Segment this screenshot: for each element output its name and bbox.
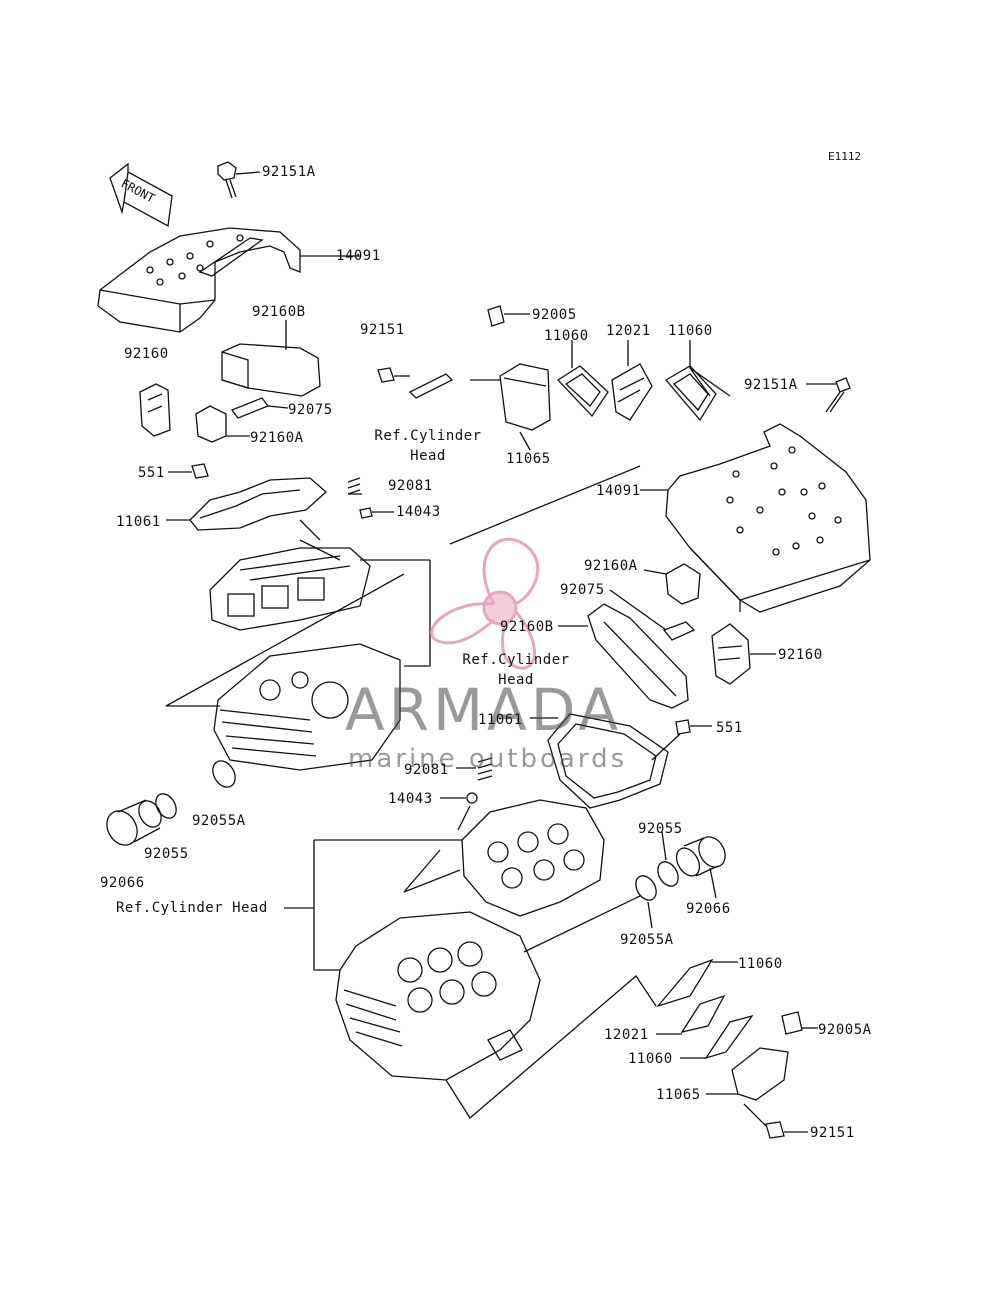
label-12021: 12021	[606, 323, 651, 339]
bolt-92151a-right	[806, 377, 851, 413]
bolt-icon	[217, 161, 261, 199]
oring-92055-right	[657, 831, 679, 887]
label-92081-left: 92081	[388, 478, 433, 494]
label-92151-bottom: 92151	[810, 1125, 855, 1141]
diagram-code: E1112	[828, 150, 862, 163]
label-14091-top: 14091	[336, 248, 381, 264]
label-ref-cylinder-head-3: Ref.Cylinder Head	[116, 900, 268, 916]
label-ref-cylinder-head-2: Ref.Cylinder	[462, 652, 570, 668]
oring-92055a-left	[212, 760, 236, 788]
head-cover-right	[640, 423, 871, 613]
cover-92160b	[221, 320, 321, 397]
label-92055a-right: 92055A	[620, 932, 674, 948]
head-cover-left	[97, 227, 336, 333]
label-92005a: 92005A	[818, 1022, 872, 1038]
label-11061-right: 11061	[478, 712, 523, 728]
gasket-11061-right	[530, 713, 669, 809]
label-11060-a: 11060	[544, 328, 589, 344]
bolt-92151-bottom	[743, 1103, 808, 1139]
reed-body-11065-bottom	[706, 1047, 789, 1101]
label-11060-b: 11060	[668, 323, 713, 339]
label-92160-right: 92160	[778, 647, 823, 663]
cap-92005	[487, 305, 530, 327]
cap-14043-right	[440, 792, 478, 831]
watermark-subtitle: marine outboards	[348, 744, 628, 774]
cylinder-head-right-top	[461, 799, 605, 917]
label-11061-left: 11061	[116, 514, 161, 530]
cover-92160a-right	[643, 563, 701, 605]
reed-body-11065-top	[499, 363, 551, 451]
cap-14043-left	[359, 507, 394, 519]
label-14091-right: 14091	[596, 483, 641, 499]
gasket-11060-d	[680, 1014, 754, 1060]
label-ref-cylinder-head-2-b: Head	[498, 672, 534, 688]
label-11065-bottom: 11065	[656, 1087, 701, 1103]
watermark-title: ARMADA	[345, 676, 623, 744]
watermark-propeller-icon	[430, 537, 540, 670]
spring-92081-left	[347, 477, 361, 495]
gasket-11060-a	[556, 340, 609, 418]
label-92160b-left: 92160B	[252, 304, 306, 320]
label-92081-right: 92081	[404, 762, 449, 778]
plug-92075-right	[609, 589, 696, 641]
label-92066-left: 92066	[100, 875, 145, 891]
spring-92081-right	[456, 757, 493, 781]
pipe-92066-left	[106, 799, 162, 846]
cover-92160a-left	[195, 405, 250, 443]
label-551-left: 551	[138, 465, 165, 481]
label-ref-cylinder-head-1-b: Head	[410, 448, 446, 464]
label-92075-left: 92075	[288, 402, 333, 418]
label-92160a-right: 92160A	[584, 558, 638, 574]
label-92055a-left: 92055A	[192, 813, 246, 829]
grommet-551-right	[651, 719, 712, 761]
label-11060-d: 11060	[628, 1051, 673, 1067]
plug-92075-left	[230, 397, 289, 419]
cover-92160-right	[711, 623, 776, 685]
label-92075-right: 92075	[560, 582, 605, 598]
label-92160b-right: 92160B	[500, 619, 554, 635]
label-11060-c: 11060	[738, 956, 783, 972]
label-11065-top: 11065	[506, 451, 551, 467]
label-92160-left: 92160	[124, 346, 169, 362]
label-92160a-left: 92160A	[250, 430, 304, 446]
front-arrow-icon	[109, 162, 173, 228]
pipe-92066-right	[675, 836, 726, 899]
bolt-92151-mid	[377, 367, 500, 399]
label-92151a-top: 92151A	[262, 164, 316, 180]
cylinder-head-left-top	[209, 547, 371, 631]
label-551-right: 551	[716, 720, 743, 736]
label-12021-b: 12021	[604, 1027, 649, 1043]
label-92055-right: 92055	[638, 821, 683, 837]
reed-valve-12021	[611, 340, 653, 421]
label-92151-mid: 92151	[360, 322, 405, 338]
label-92151a-right: 92151A	[744, 377, 798, 393]
label-ref-cylinder-head-1: Ref.Cylinder	[374, 428, 482, 444]
label-14043-left: 14043	[396, 504, 441, 520]
cylinder-head-right-body	[335, 911, 541, 1081]
gasket-11061-left	[166, 477, 327, 531]
cylinder-head-left-body	[213, 643, 401, 771]
gasket-11060-c	[656, 958, 738, 1008]
oring-92055a-right	[635, 875, 657, 929]
label-14043-right: 14043	[388, 791, 433, 807]
cap-92005a	[781, 1011, 818, 1035]
cover-92160-left	[139, 383, 171, 437]
label-92066-right: 92066	[686, 901, 731, 917]
label-92005: 92005	[532, 307, 577, 323]
oring-92055-left	[155, 793, 177, 819]
reed-valve-12021-b	[656, 994, 726, 1035]
cover-92160b-right	[558, 603, 689, 709]
grommet-551-left	[168, 463, 209, 479]
label-92055-left: 92055	[144, 846, 189, 862]
gasket-11060-b	[665, 340, 731, 422]
